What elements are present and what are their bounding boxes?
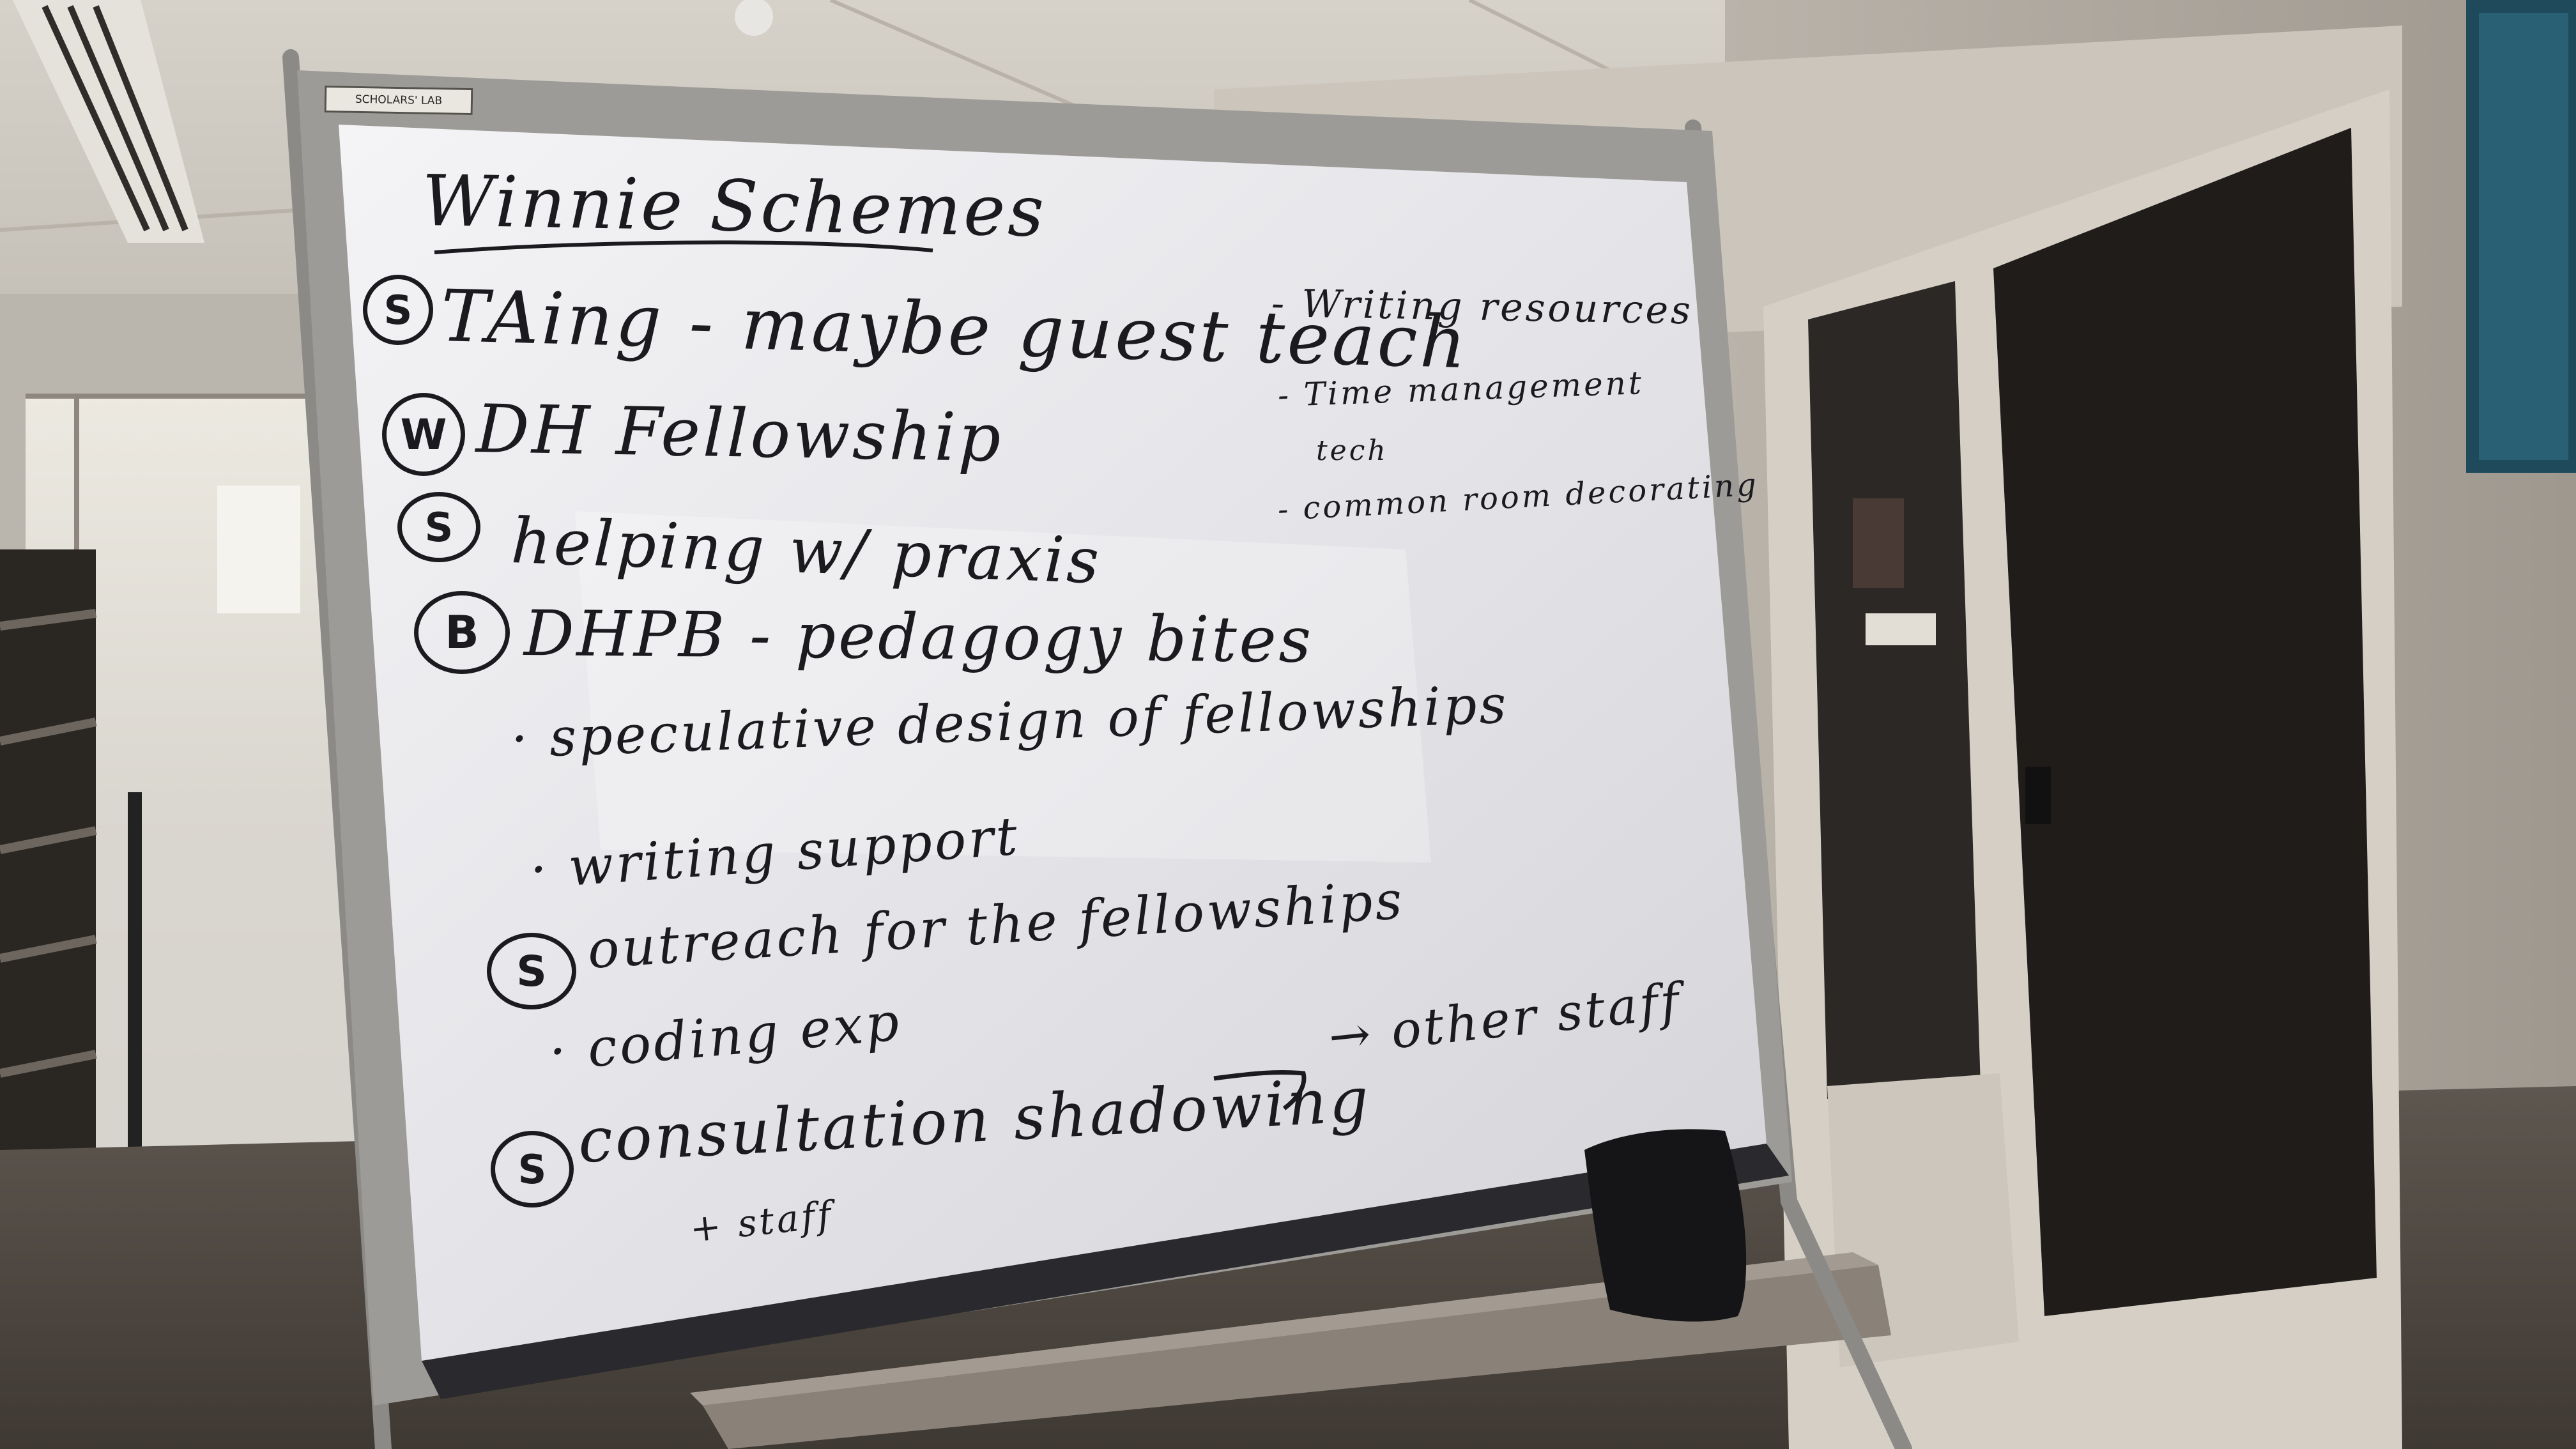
corridor-light (217, 486, 300, 613)
arrow-icon (1213, 1070, 1307, 1110)
jacket (1584, 1129, 1747, 1322)
ceiling-vent (13, 0, 204, 243)
marker-tray (422, 1144, 1789, 1399)
doorway (1763, 89, 2402, 1449)
bench (690, 1252, 1891, 1449)
board-brand-label: SCHOLARS' LAB (324, 85, 473, 116)
ceiling-light (735, 0, 773, 36)
board-surface (339, 125, 1767, 1361)
